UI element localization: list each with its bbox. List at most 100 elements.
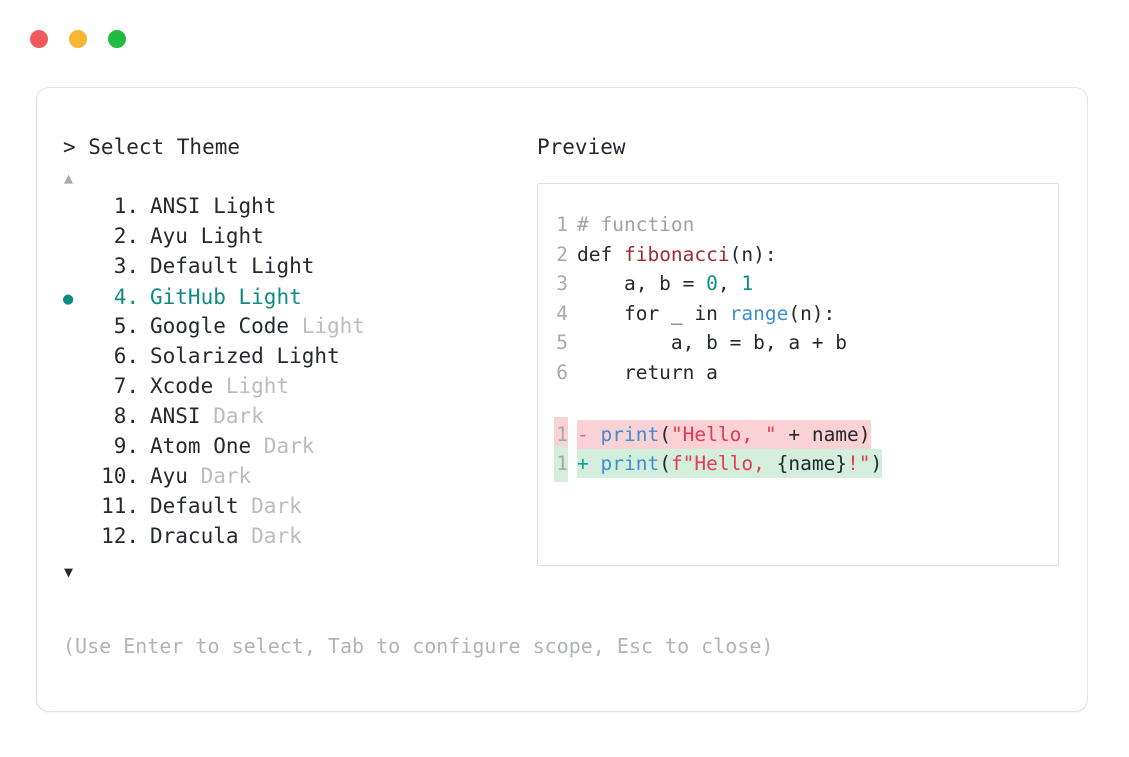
code-token: 1 <box>741 272 754 295</box>
code-token: {name} <box>776 452 848 475</box>
theme-list-item[interactable]: 2. Ayu Light <box>63 224 533 254</box>
maximize-button-icon[interactable] <box>108 30 126 48</box>
preview-panel: Preview 1 # function 2 def fibonacci(n): 3 a… <box>537 134 1063 566</box>
code-token: (n): <box>729 242 777 266</box>
page-title: > Select Theme <box>63 135 241 159</box>
theme-item-name: ANSI <box>150 404 214 428</box>
code-token: range <box>729 301 789 325</box>
theme-item-name: Ayu <box>150 464 201 488</box>
code-line: 1 # function <box>554 210 1058 240</box>
theme-list-item[interactable]: 1.ANSI Light <box>63 194 533 224</box>
theme-item-variant: Light <box>251 254 315 278</box>
code-token: a, b = <box>577 272 707 295</box>
code-line: 6 return a <box>554 358 1058 388</box>
theme-item-variant: Dark <box>200 464 252 488</box>
theme-item-number: 1. <box>113 194 139 218</box>
theme-list-item[interactable]: 3. Default Light <box>63 254 533 284</box>
theme-item-variant: Light <box>200 224 264 248</box>
code-token: ) <box>870 452 883 475</box>
theme-list-item[interactable]: 7.Xcode Light <box>63 374 533 404</box>
line-number: 1 <box>554 446 568 482</box>
line-number: 1 <box>556 213 568 236</box>
theme-item-name: Solarized <box>150 344 277 368</box>
code-diff: 1- print("Hello, " + name)1+ print(f"Hel… <box>538 416 1058 482</box>
preview-box: 1 # function 2 def fibonacci(n): 3 a, b = 0,… <box>537 183 1059 566</box>
code-line: 3 a, b = 0, 1 <box>554 269 1058 299</box>
theme-item-number: 3. <box>113 254 139 278</box>
code-token: a, b = b, a + b <box>577 331 848 354</box>
theme-list-item[interactable]: 10. Ayu Dark <box>63 464 533 494</box>
code-line: 4 for _ in range(n): <box>554 299 1058 329</box>
line-number: 3 <box>556 272 568 295</box>
window-traffic-lights <box>30 30 126 48</box>
code-token: print <box>600 422 660 446</box>
theme-item-name: Dracula <box>150 524 252 548</box>
theme-item-variant: Light <box>301 314 365 338</box>
code-line: 2 def fibonacci(n): <box>554 240 1058 270</box>
code-token: ( <box>659 452 671 475</box>
keyboard-hint-text: (Use Enter to select, Tab to configure s… <box>63 634 774 658</box>
code-token: fibonacci <box>623 242 730 266</box>
diff-sign: - <box>577 422 601 446</box>
diff-content: - print("Hello, " + name) <box>577 419 871 449</box>
theme-item-variant: Dark <box>251 524 302 548</box>
theme-item-number: 11. <box>101 494 139 518</box>
minimize-button-icon[interactable] <box>69 30 87 48</box>
scroll-up-indicator-icon[interactable]: ▲ <box>64 169 74 187</box>
theme-item-name: Ayu <box>150 224 201 248</box>
line-number: 5 <box>556 331 568 354</box>
theme-item-name: Xcode <box>150 374 226 398</box>
code-token: f"Hello, <box>670 452 777 475</box>
line-number: 4 <box>556 301 568 325</box>
theme-list-item[interactable]: 12. Dracula Dark <box>63 524 533 554</box>
line-number: 2 <box>556 242 568 266</box>
theme-item-variant: Dark <box>213 404 264 428</box>
theme-item-number: 2. <box>113 224 139 248</box>
line-number: 6 <box>556 360 568 384</box>
code-token: # function <box>577 213 695 236</box>
code-token: for _ in <box>577 301 730 325</box>
close-button-icon[interactable] <box>30 30 48 48</box>
theme-item-variant: Light <box>238 285 302 309</box>
theme-item-number: 8. <box>113 404 139 428</box>
theme-item-variant: Dark <box>263 434 315 458</box>
scroll-down-indicator-icon[interactable]: ▼ <box>64 563 74 581</box>
theme-item-name: Default <box>150 254 252 278</box>
diff-line-del: 1- print("Hello, " + name) <box>554 416 1058 452</box>
code-token: + name) <box>776 422 871 446</box>
theme-item-name: Default <box>150 494 252 518</box>
theme-item-number: 6. <box>113 344 139 368</box>
theme-item-name: Google Code <box>150 314 302 338</box>
code-token: 0 <box>706 272 718 295</box>
theme-list-item[interactable]: 9. Atom One Dark <box>63 434 533 464</box>
diff-content: + print(f"Hello, {name}!") <box>577 449 883 478</box>
theme-item-name: Atom One <box>150 434 264 458</box>
code-sample: 1 # function 2 def fibonacci(n): 3 a, b = 0,… <box>538 210 1058 387</box>
theme-list-item[interactable]: 5. Google Code Light <box>63 314 533 344</box>
code-token: print <box>600 452 660 475</box>
theme-item-name: GitHub <box>150 285 239 309</box>
theme-item-number: 5. <box>113 314 139 338</box>
theme-item-number: 10. <box>101 464 139 488</box>
code-line: 5 a, b = b, a + b <box>554 328 1058 358</box>
diff-line-add: 1 + print(f"Hello, {name}!") <box>554 446 1058 482</box>
preview-label: Preview <box>537 135 626 159</box>
theme-item-variant: Dark <box>251 494 302 518</box>
theme-list-item[interactable]: 8. ANSI Dark <box>63 404 533 434</box>
theme-item-number: 4. <box>113 285 139 309</box>
theme-list-item[interactable]: 11. Default Dark <box>63 494 533 524</box>
theme-list-item[interactable]: 6. Solarized Light <box>63 344 533 374</box>
code-token: def <box>577 242 624 266</box>
code-token: !" <box>847 452 871 475</box>
theme-item-variant: Light <box>276 344 340 368</box>
code-token: "Hello, " <box>670 422 777 446</box>
theme-list-item[interactable]: ● 4. GitHub Light <box>63 284 533 314</box>
theme-item-number: 9. <box>113 434 139 458</box>
diff-sign: + <box>577 452 601 475</box>
theme-item-number: 12. <box>101 524 139 548</box>
selected-bullet-icon: ● <box>63 289 74 309</box>
theme-item-number: 7. <box>113 374 139 398</box>
